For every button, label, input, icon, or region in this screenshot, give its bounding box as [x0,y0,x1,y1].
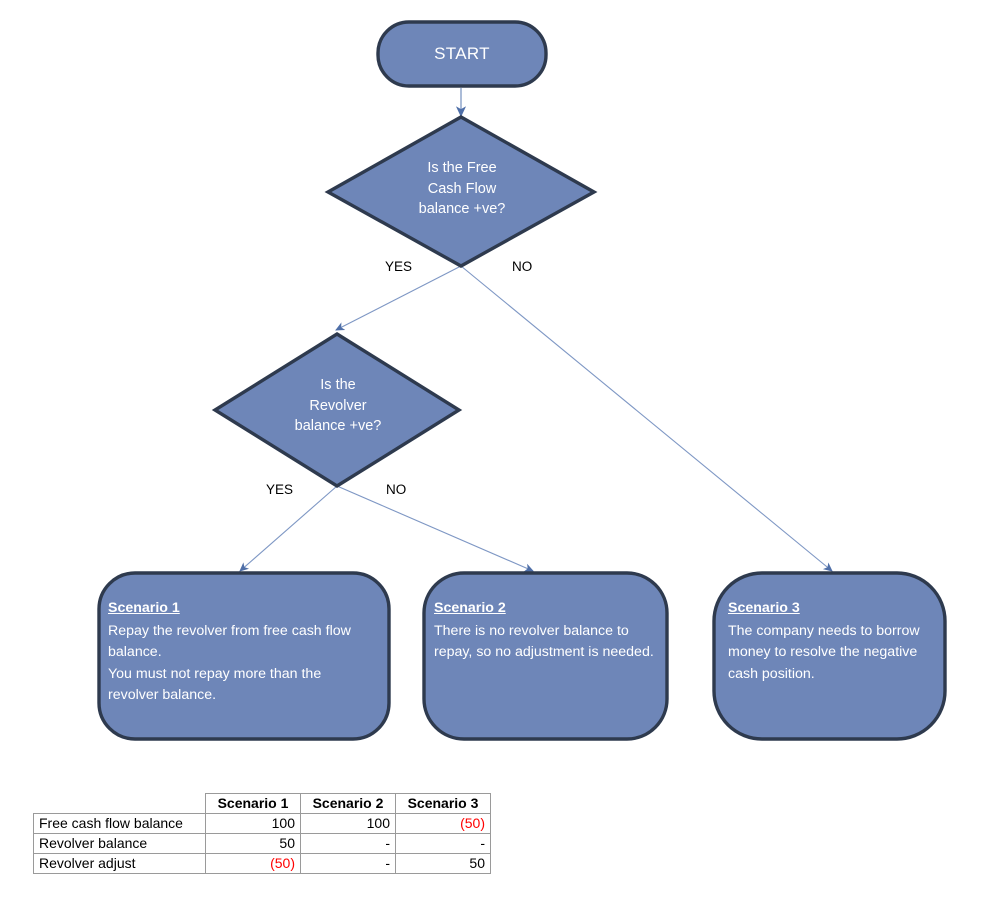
scenario-1-node[interactable] [97,571,391,741]
decision-node-revolver[interactable] [211,331,463,489]
connector-decision1-no-to-scenario3 [460,265,833,572]
table-corner-cell [34,794,206,814]
scenario-summary-table: Scenario 1 Scenario 2 Scenario 3 Free ca… [33,793,491,874]
table-row-label: Revolver adjust [33,853,206,874]
edge-label-decision2-no: NO [386,482,407,497]
table-cell: - [300,853,396,874]
flowchart-graphic [97,20,947,741]
table-cell: 50 [395,853,491,874]
edge-label-decision2-yes: YES [266,482,294,497]
scenario-2-node[interactable] [422,571,669,741]
table-cell: (50) [395,813,491,834]
scenario-1-body: Repay the revolver from free cash flow b… [108,622,351,704]
table-header-row: Scenario 1 Scenario 2 Scenario 3 [34,793,491,814]
table-row-label: Revolver balance [33,833,206,854]
scenario-3-node[interactable] [712,571,947,741]
table-row-label: Free cash flow balance [33,813,206,834]
table-column-header-scenario-2: Scenario 2 [300,793,396,814]
table-cell: - [395,833,491,854]
table-row: Revolver balance 50 - - [33,833,491,854]
table-cell: - [300,833,396,854]
table-body: Free cash flow balance 100 100 (50) Revo… [33,813,491,874]
scenario-2-text: Scenario 2 There is no revolver balance … [434,598,654,664]
scenario-1-text: Scenario 1 Repay the revolver from free … [108,598,370,707]
connector-decision2-yes-to-scenario1 [239,485,338,572]
scenario-3-body: The company needs to borrow money to res… [728,622,920,682]
scenario-2-body: There is no revolver balance to repay, s… [434,622,654,661]
table-cell: (50) [205,853,301,874]
table-row: Revolver adjust (50) - 50 [33,853,491,874]
connector-decision2-no-to-scenario2 [336,485,534,572]
table-cell: 50 [205,833,301,854]
table-header: Scenario 1 Scenario 2 Scenario 3 [34,793,491,814]
scenario-1-title: Scenario 1 [108,600,180,616]
scenario-3-text: Scenario 3 The company needs to borrow m… [728,598,940,685]
table-column-header-scenario-3: Scenario 3 [395,793,491,814]
scenario-2-title: Scenario 2 [434,600,506,616]
edge-label-decision1-yes: YES [385,259,413,274]
edge-label-decision1-no: NO [512,259,533,274]
table-cell: 100 [300,813,396,834]
table-cell: 100 [205,813,301,834]
start-node[interactable] [376,20,548,88]
connector-decision1-yes-to-decision2 [335,265,462,331]
decision-node-free-cash-flow[interactable] [324,115,598,268]
table-row: Free cash flow balance 100 100 (50) [33,813,491,834]
table-column-header-scenario-1: Scenario 1 [205,793,301,814]
scenario-3-title: Scenario 3 [728,600,800,616]
